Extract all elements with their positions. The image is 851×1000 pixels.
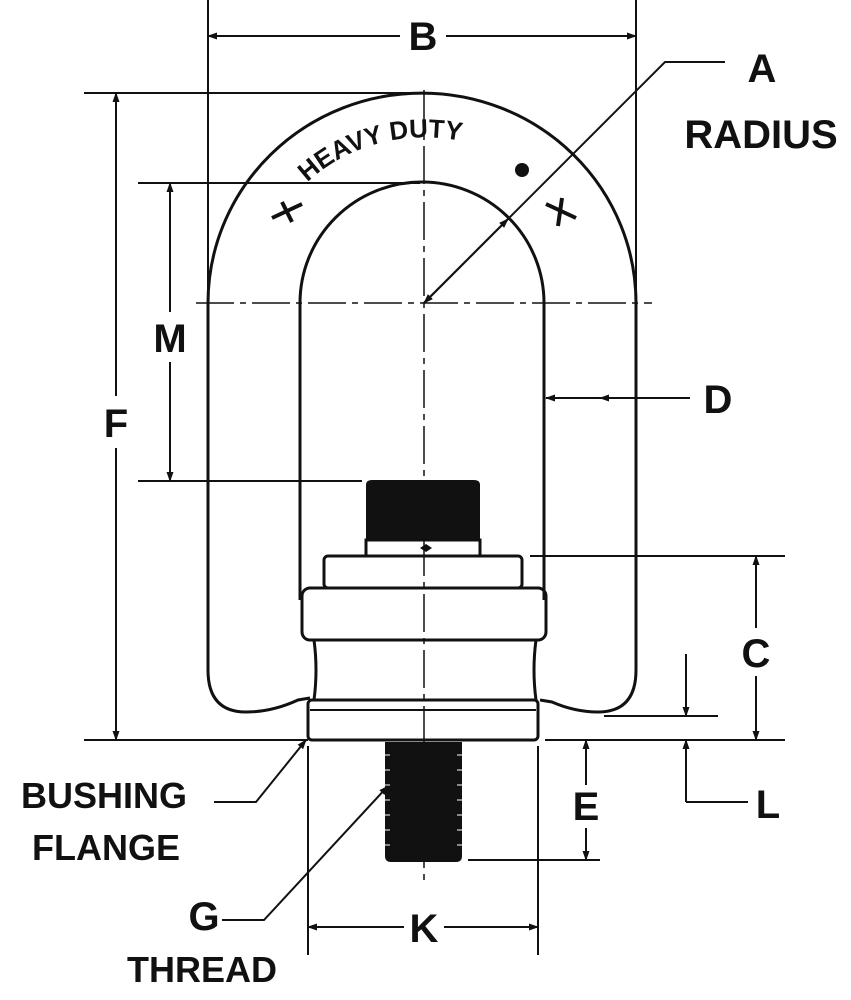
thread-shank	[385, 742, 462, 862]
bushing-flange-shape	[306, 698, 540, 742]
label-bushing: BUSHING	[21, 775, 187, 816]
washer	[322, 554, 524, 590]
hoist-ring-body	[206, 91, 638, 742]
stamp-dot	[515, 163, 529, 177]
label-l: L	[756, 783, 780, 827]
bail-outer	[206, 91, 638, 714]
stamp-cross-left-icon	[271, 201, 303, 223]
label-d: D	[704, 378, 733, 422]
label-m: M	[153, 317, 186, 361]
label-flange: FLANGE	[32, 827, 180, 868]
dimension-lines	[112, 32, 760, 931]
extension-lines	[84, 0, 785, 955]
label-e: E	[573, 785, 600, 829]
label-c: C	[742, 632, 771, 676]
dimension-labels: B A RADIUS M F D C E L K G	[104, 15, 838, 951]
stamp-text: HEAVY DUTY	[292, 113, 465, 187]
bushing-body	[312, 639, 538, 702]
label-g: G	[188, 895, 219, 939]
label-radius: RADIUS	[684, 113, 837, 157]
label-a: A	[748, 47, 777, 91]
bail-inner	[298, 180, 546, 600]
stamp-cross-right-icon	[545, 197, 577, 227]
callout-labels: BUSHING FLANGE THREAD	[21, 775, 277, 990]
label-b: B	[409, 15, 438, 59]
label-k: K	[410, 907, 439, 951]
bail-outer-left	[206, 303, 311, 714]
label-thread: THREAD	[127, 949, 277, 990]
label-f: F	[104, 402, 128, 446]
socket-head-screw	[364, 480, 482, 558]
